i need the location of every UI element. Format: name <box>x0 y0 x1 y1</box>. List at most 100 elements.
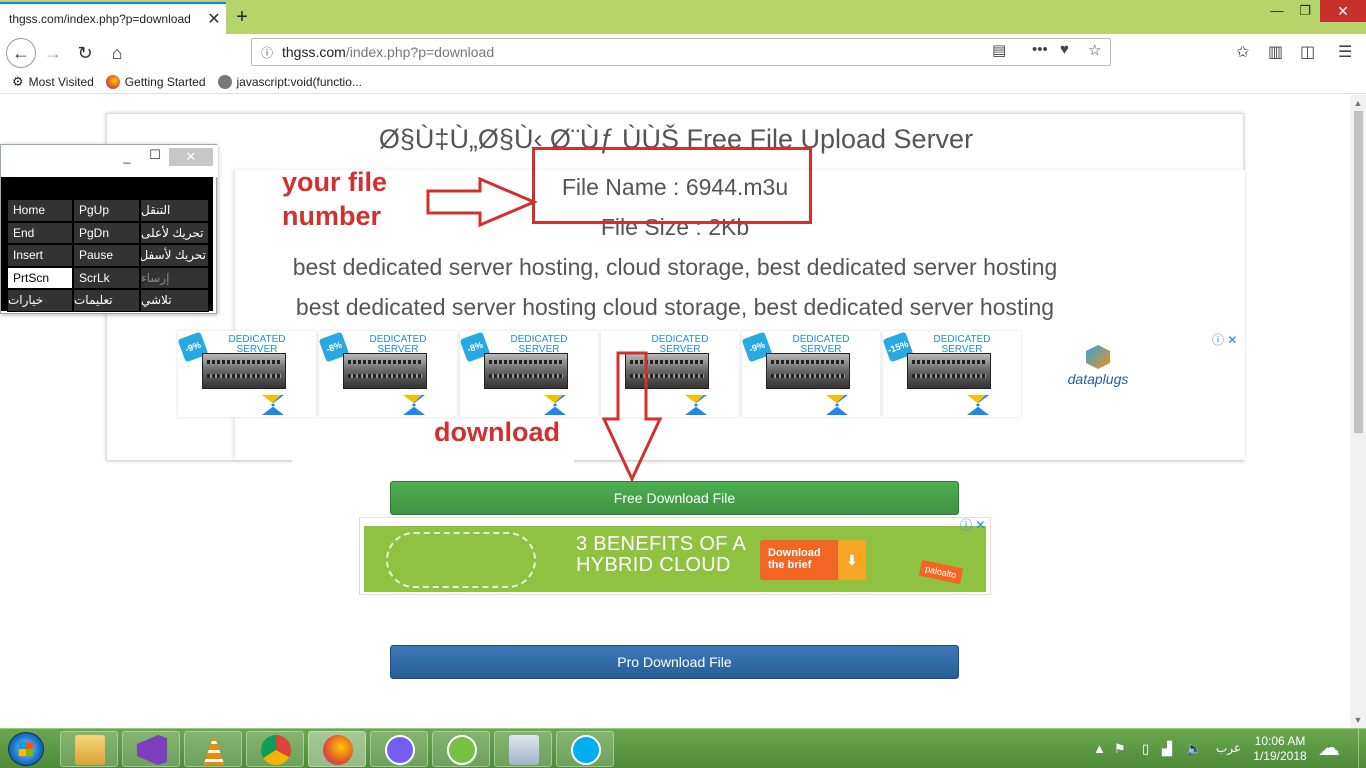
new-tab-icon[interactable]: + <box>236 6 248 28</box>
on-screen-keyboard-window[interactable]: _ ☐ ✕ Home PgUp التنقل End PgDn تحريك لأ… <box>0 144 218 314</box>
key-move-down[interactable]: تحريك لأسفل <box>140 244 209 267</box>
dataplugs-logo[interactable]: dataplugs <box>1058 345 1138 387</box>
window-close-icon[interactable]: ✕ <box>1320 0 1366 22</box>
tab-active[interactable]: thgss.com/index.php?p=download ✕ <box>0 2 226 34</box>
taskbar-chrome[interactable] <box>246 731 304 767</box>
osk-maximize-icon[interactable]: ☐ <box>149 147 161 162</box>
page-actions-icon[interactable]: ••• <box>1032 41 1048 58</box>
show-desktop-button[interactable] <box>1358 729 1366 768</box>
battery-icon[interactable]: ▯ <box>1142 741 1150 756</box>
key-pgdn[interactable]: PgDn <box>73 221 140 244</box>
ad-headline: 3 BENEFITS OF A HYBRID CLOUD <box>576 533 745 576</box>
scroll-up-icon[interactable]: ▲ <box>1353 98 1363 108</box>
ad-server-tile[interactable]: -9% DEDICATED SERVER <box>741 331 880 417</box>
menu-icon[interactable]: ☰ <box>1338 44 1353 61</box>
free-download-button[interactable]: Free Download File <box>390 481 959 515</box>
osk-keyboard: Home PgUp التنقل End PgDn تحريك لأعلى In… <box>1 177 213 312</box>
pro-download-button[interactable]: Pro Download File <box>390 645 959 679</box>
ad-server-label: DEDICATED SERVER <box>651 334 709 355</box>
library-icon[interactable]: ▥ <box>1268 44 1284 61</box>
brand-mark-icon <box>967 395 989 415</box>
clock-time: 10:06 AM <box>1254 734 1306 748</box>
bookmark-label: javascript:void(functio... <box>236 74 362 89</box>
key-move-up[interactable]: تحريك لأعلى <box>140 221 209 244</box>
osk-close-icon[interactable]: ✕ <box>169 148 213 166</box>
globe-icon <box>217 74 232 89</box>
ad-server-label: DEDICATED SERVER <box>792 334 850 355</box>
reader-view-icon[interactable]: ▤ <box>992 42 1007 59</box>
key-prtscn[interactable]: PrtScn <box>7 266 73 289</box>
bookmark-most-visited[interactable]: ⚙ Most Visited <box>12 74 94 90</box>
page-scrollbar[interactable]: ▲ ▼ <box>1350 95 1366 728</box>
url-bar[interactable]: ⓘ thgss.com/index.php?p=download ▤ ••• ♥… <box>251 38 1111 66</box>
ad-server-tile[interactable]: -8% DEDICATED SERVER <box>459 331 598 417</box>
scroll-thumb[interactable] <box>1354 111 1363 433</box>
weather-cloud-icon[interactable]: ☁ <box>1318 735 1340 760</box>
key-scrlk[interactable]: ScrLk <box>73 266 140 289</box>
bookmark-star-icon[interactable]: ☆ <box>1088 42 1102 59</box>
key-navigation[interactable]: التنقل <box>140 199 209 222</box>
bookmark-getting-started[interactable]: Getting Started <box>105 74 206 89</box>
key-home[interactable]: Home <box>7 199 73 222</box>
firefox-icon <box>323 735 353 765</box>
annotation-download: download <box>434 417 560 447</box>
dataplugs-text: dataplugs <box>1067 371 1129 387</box>
reload-icon[interactable]: ↻ <box>77 43 93 63</box>
taskbar-keyboard[interactable] <box>494 731 552 767</box>
ad-server-tile[interactable]: -15% DEDICATED SERVER <box>882 331 1021 417</box>
signal-icon[interactable]: ▟ <box>1162 741 1172 756</box>
window-minimize-icon[interactable]: — <box>1270 3 1284 18</box>
taskbar-vlc[interactable] <box>184 731 242 767</box>
taskbar-utorrent[interactable] <box>432 731 490 767</box>
sidebar-icon[interactable]: ◫ <box>1300 44 1316 61</box>
bookmark-javascript[interactable]: javascript:void(functio... <box>217 74 362 89</box>
taskbar-viber[interactable] <box>370 731 428 767</box>
osk-minimize-icon[interactable]: _ <box>123 149 131 164</box>
clock[interactable]: 10:06 AM 1/19/2018 <box>1250 734 1310 764</box>
start-button[interactable] <box>8 732 44 766</box>
ad-banner-servers[interactable]: -9% DEDICATED SERVER -8% DEDICATED SERVE… <box>177 331 1244 421</box>
server-image <box>625 353 709 389</box>
bookmarks-star-icon[interactable]: ✩ <box>1236 44 1250 61</box>
back-arrow-icon[interactable]: ← <box>6 38 36 68</box>
language-indicator[interactable]: عرب <box>1216 741 1242 755</box>
key-fade[interactable]: تلاشي <box>140 289 209 312</box>
key-pgup[interactable]: PgUp <box>73 199 140 222</box>
key-end[interactable]: End <box>7 221 73 244</box>
download-arrow-icon: ⬇ <box>838 540 866 580</box>
tray-expand-icon[interactable]: ▲ <box>1093 741 1106 756</box>
utorrent-icon <box>447 735 477 765</box>
key-pause[interactable]: Pause <box>73 244 140 267</box>
forward-arrow-icon[interactable]: → <box>44 43 62 63</box>
server-image <box>766 353 850 389</box>
taskbar-visual-studio[interactable] <box>122 731 180 767</box>
window-restore-icon[interactable]: ❐ <box>1299 3 1311 18</box>
key-insert[interactable]: Insert <box>7 244 73 267</box>
osk-titlebar[interactable]: _ ☐ ✕ <box>1 145 218 177</box>
scroll-down-icon[interactable]: ▼ <box>1353 715 1363 725</box>
volume-icon[interactable]: 🔈 <box>1186 741 1203 756</box>
ad-server-tile[interactable]: DEDICATED SERVER <box>601 331 739 417</box>
key-help[interactable]: تعليمات <box>73 289 140 312</box>
ad-server-tile[interactable]: -8% DEDICATED SERVER <box>318 331 457 417</box>
adchoices-icon[interactable]: ⓘ ✕ <box>1212 333 1238 347</box>
brand-mark-icon <box>544 395 566 415</box>
taskbar-skype[interactable] <box>556 731 614 767</box>
ad-banner-hybrid-cloud[interactable]: 3 BENEFITS OF A HYBRID CLOUD Download th… <box>359 517 991 595</box>
ad-cta-button[interactable]: Download the brief ⬇ <box>760 540 866 580</box>
key-options[interactable]: خيارات <box>7 289 73 312</box>
taskbar-explorer[interactable] <box>60 731 118 767</box>
key-dock[interactable]: إرساء <box>140 266 209 289</box>
firefox-icon <box>105 74 120 89</box>
annotation-right-arrow <box>426 177 538 227</box>
ad-server-tile[interactable]: -9% DEDICATED SERVER <box>177 331 316 417</box>
annotation-down-arrow <box>601 351 663 481</box>
adchoices-icon[interactable]: ⓘ ✕ <box>960 518 986 532</box>
pocket-icon[interactable]: ♥ <box>1060 41 1069 58</box>
taskbar-firefox[interactable] <box>308 731 366 767</box>
navigation-toolbar: ← → ↻ ⌂ ⓘ thgss.com/index.php?p=download… <box>0 34 1366 70</box>
action-center-flag-icon[interactable]: ⚑ <box>1114 741 1126 756</box>
site-info-icon[interactable]: ⓘ <box>260 45 273 60</box>
tab-close-icon[interactable]: ✕ <box>207 11 221 28</box>
home-icon[interactable]: ⌂ <box>111 43 123 63</box>
